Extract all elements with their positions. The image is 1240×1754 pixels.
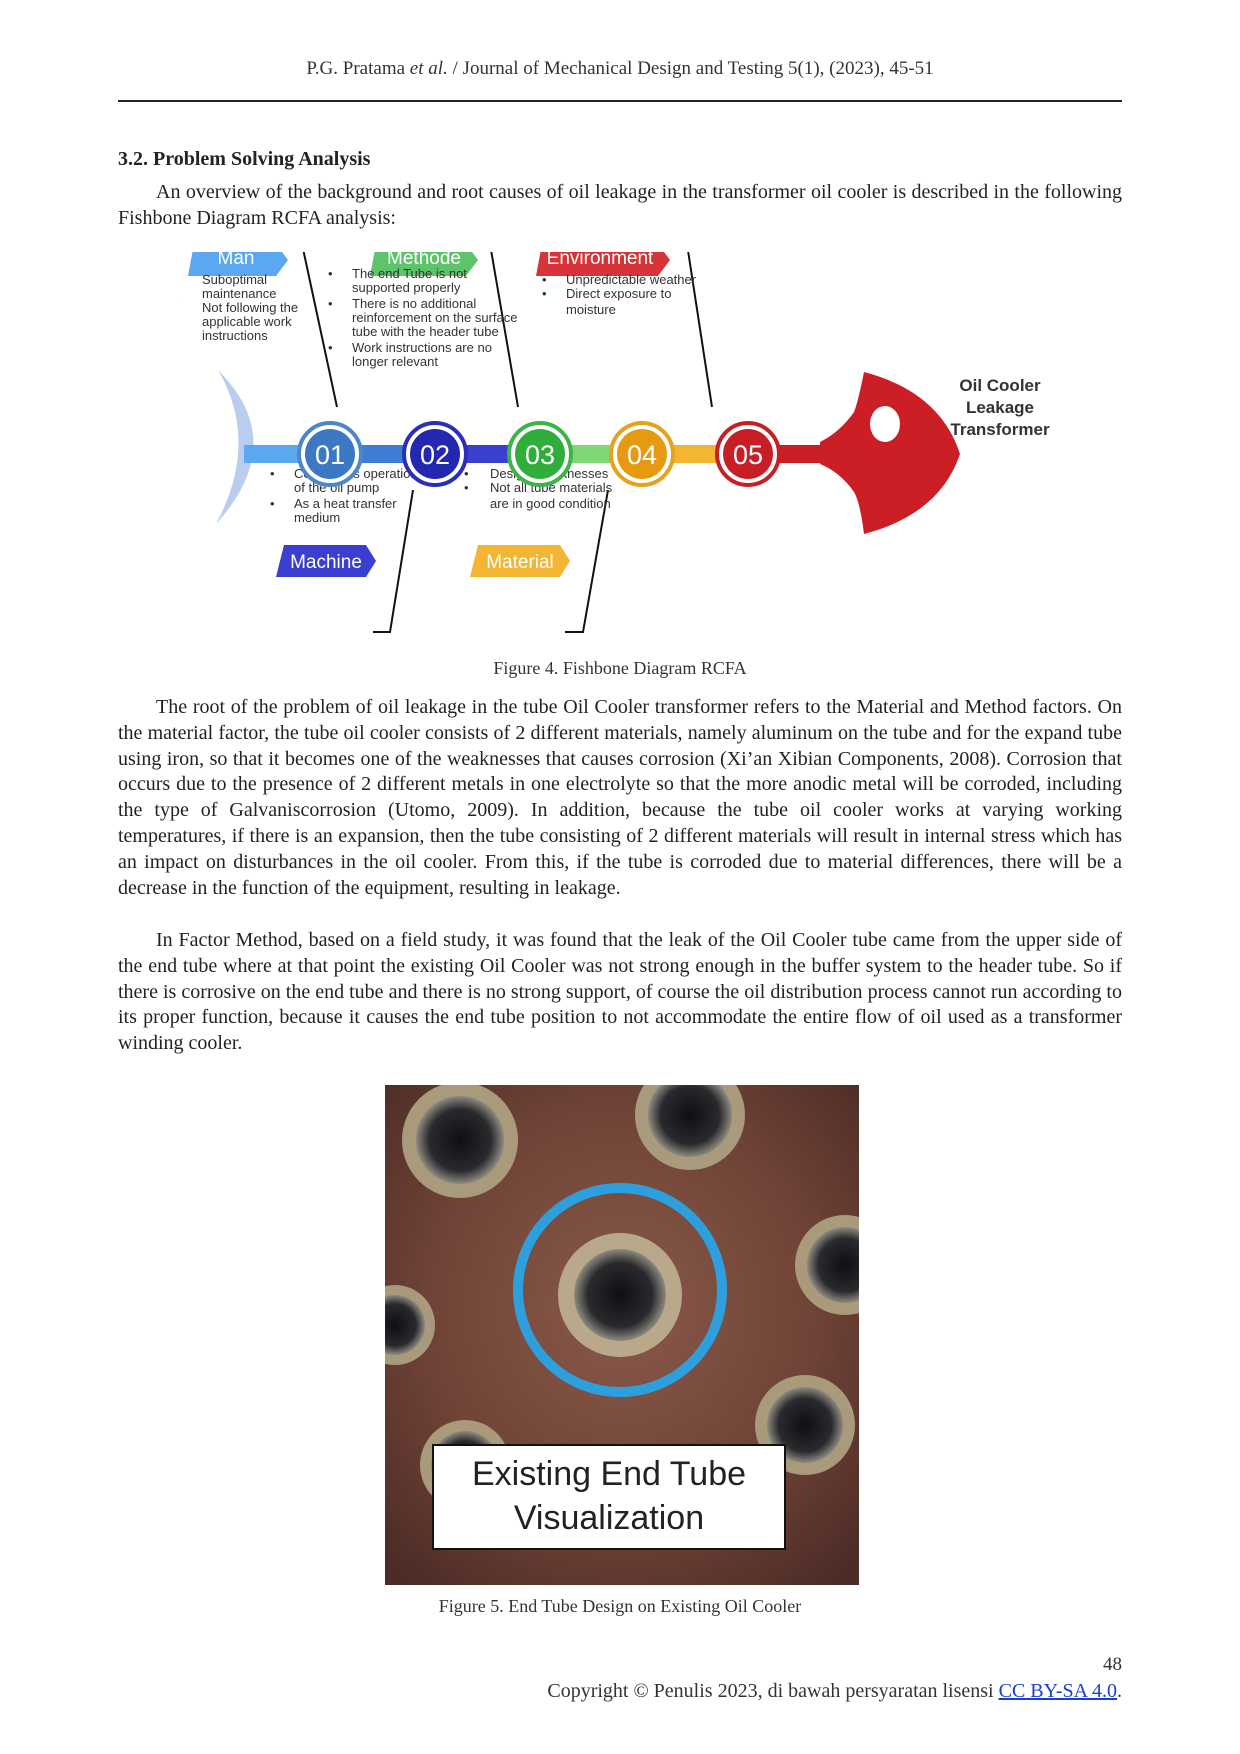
tag-machine-label: Machine [290, 552, 362, 573]
body-paragraph-method: In Factor Method, based on a field study… [118, 929, 1122, 1055]
man-cause-line: applicable work [202, 314, 292, 329]
photo-label-line: Existing End Tube [472, 1455, 746, 1493]
fish-eye [870, 406, 900, 442]
svg-text:•: • [464, 480, 469, 495]
fishbone-svg: Man Methode Environment Machine Material… [176, 243, 1050, 633]
tube-hole [385, 1295, 425, 1355]
svg-text:•: • [542, 272, 547, 287]
copyright-period: . [1117, 1680, 1122, 1702]
svg-text:•: • [328, 340, 333, 355]
svg-text:•: • [180, 296, 181, 311]
svg-text:•: • [270, 466, 275, 481]
spine-segment-2 [350, 445, 410, 463]
node-03 [515, 429, 565, 479]
tag-material [470, 545, 570, 577]
tube-holes [385, 1085, 859, 1510]
svg-text:•: • [542, 286, 547, 301]
body-paragraph-material: The root of the problem of oil leakage i… [118, 696, 1122, 899]
tube-hole [416, 1096, 504, 1184]
spine-segment-3 [456, 445, 521, 463]
man-cause-line: instructions [202, 328, 268, 343]
intro-paragraph: An overview of the background and root c… [118, 181, 1122, 229]
methode-cause-line: tube with the header tube [352, 324, 499, 339]
highlighted-tube-hole [574, 1249, 666, 1341]
bone-material [565, 489, 609, 633]
node-01-label: 01 [315, 440, 345, 470]
methode-cause-line: longer relevant [352, 354, 438, 369]
methode-cause-line: Work instructions are no [352, 340, 492, 355]
header-etal: et al. [409, 58, 448, 79]
head-label-line: Transformer [950, 420, 1050, 439]
highlight-ring [513, 1183, 727, 1397]
end-tube-photo: Existing End Tube Visualization [385, 1085, 859, 1585]
node-04 [617, 429, 667, 479]
fish-tail-shape [216, 370, 254, 524]
bone-machine [373, 489, 414, 633]
man-causes: • • Suboptimal maintenance Not following … [176, 272, 298, 343]
tag-machine [276, 545, 376, 577]
fish-head-shape [820, 372, 960, 534]
node-01 [305, 429, 355, 479]
svg-text:•: • [270, 496, 275, 511]
environment-causes: •• Unpredictable weather Direct exposure… [542, 272, 697, 317]
material-cause-line: are in good condition [490, 496, 611, 511]
spine-segment-4 [558, 445, 618, 463]
node-05-label: 05 [733, 440, 763, 470]
header-journal: / Journal of Mechanical Design and Testi… [447, 58, 934, 79]
tag-environment [536, 244, 670, 276]
machine-cause-line: of the oil pump [294, 480, 379, 495]
tag-man-label: Man [218, 252, 255, 269]
head-label: Oil Cooler Leakage Transformer [950, 376, 1050, 439]
header-authors: P.G. Pratama [306, 58, 406, 79]
running-header: P.G. Pratama et al. / Journal of Mechani… [118, 58, 1122, 80]
tag-methode-label: Methode [387, 252, 461, 269]
copyright-line: Copyright © Penulis 2023, di bawah persy… [547, 1680, 1122, 1703]
svg-text:•: • [180, 272, 181, 287]
man-cause-line: maintenance [202, 286, 276, 301]
license-link[interactable]: CC BY-SA 4.0 [998, 1680, 1117, 1702]
spine-segment-5 [660, 445, 720, 463]
node-04-label: 04 [627, 440, 657, 470]
tag-man [188, 244, 288, 276]
svg-text:•: • [464, 466, 469, 481]
methode-cause-line: The end Tube is not [352, 266, 467, 281]
head-label-line: Oil Cooler [959, 376, 1041, 395]
photo-label-box [432, 1444, 786, 1550]
environment-cause-line: Unpredictable weather [566, 272, 697, 287]
spine-segment-1 [244, 445, 314, 463]
environment-cause-line: moisture [566, 302, 616, 317]
man-cause-line: Not following the [202, 300, 298, 315]
section-title: 3.2. Problem Solving Analysis [118, 148, 371, 170]
tag-material-label: Material [486, 552, 554, 573]
methode-cause-line: There is no additional [352, 296, 476, 311]
tube-hole [807, 1227, 859, 1303]
methode-causes: • • • The end Tube is not supported proper… [328, 266, 517, 369]
machine-cause-line: As a heat transfer [294, 496, 397, 511]
tag-methode [370, 244, 478, 276]
methode-cause-line: supported properly [352, 280, 461, 295]
material-cause-line: Not all tube materials [490, 480, 613, 495]
fishbone-diagram: Man Methode Environment Machine Material… [176, 243, 1080, 657]
svg-text:•: • [328, 296, 333, 311]
machine-cause-line: medium [294, 510, 340, 525]
copyright-text: Copyright © Penulis 2023, di bawah persy… [547, 1680, 999, 1702]
environment-cause-line: Direct exposure to [566, 286, 672, 301]
svg-text:•: • [328, 266, 333, 281]
methode-cause-line: reinforcement on the surface [352, 310, 517, 325]
header-rule [118, 100, 1122, 102]
node-03-label: 03 [525, 440, 555, 470]
head-label-line: Leakage [966, 398, 1034, 417]
node-02-label: 02 [420, 440, 450, 470]
tag-environment-label: Environment [547, 252, 654, 269]
node-02 [410, 429, 460, 479]
figure-5-caption: Figure 5. End Tube Design on Existing Oi… [438, 1596, 802, 1616]
tube-hole [648, 1085, 732, 1157]
node-05 [723, 429, 773, 479]
figure-4-caption: Figure 4. Fishbone Diagram RCFA [493, 658, 747, 678]
man-cause-line: Suboptimal [202, 272, 267, 287]
end-tube-photo-svg: Existing End Tube Visualization [385, 1085, 859, 1585]
photo-label-line: Visualization [514, 1499, 704, 1537]
page-number: 48 [1103, 1654, 1122, 1675]
